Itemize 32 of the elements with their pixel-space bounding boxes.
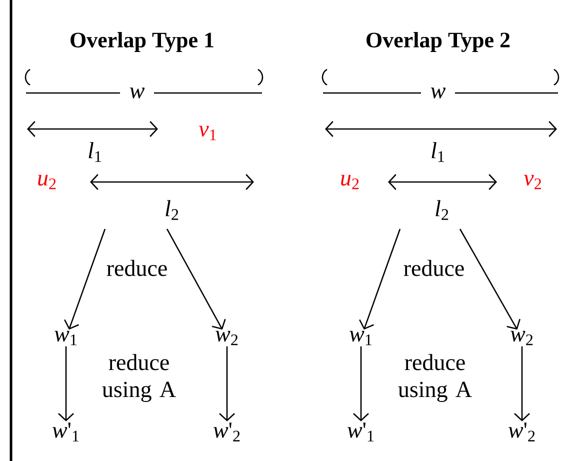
arrow: [64, 228, 106, 330]
point-label: u$_{2}$: [38, 174, 56, 190]
point-label: u$_{2}$: [341, 174, 359, 190]
step-label: reduce using A: [398, 354, 472, 402]
section-title: Overlap Type 1: [70, 32, 214, 52]
variable-label: w'$_{1}$: [52, 422, 79, 442]
dimension-label: l$_{1}$: [88, 142, 102, 162]
variable-label: w$_{1}$: [350, 330, 372, 346]
variable-label: w'$_{2}$: [214, 422, 240, 442]
arrow: [459, 228, 520, 330]
variable-label: w$_{1}$: [54, 330, 76, 346]
arrow: [353, 346, 369, 422]
step-label: reduce: [404, 260, 464, 276]
variable-label: w$_{2}$: [216, 330, 238, 346]
dimension-label: l$_{2}$: [166, 200, 178, 220]
dimension-label: l$_{2}$: [436, 200, 448, 220]
step-label: reduce: [106, 260, 167, 276]
arrow: [166, 228, 226, 330]
variable-label: w'$_{2}$: [508, 422, 535, 442]
step-label: reduce using A: [102, 354, 176, 402]
dimension-label: l$_{1}$: [432, 142, 444, 162]
arrow: [514, 346, 530, 422]
section-title: Overlap Type 2: [366, 32, 510, 52]
dimension-label: w: [430, 88, 446, 98]
point-label: v$_{2}$: [524, 174, 541, 190]
variable-label: w$_{2}$: [510, 330, 533, 346]
arrow: [58, 346, 74, 422]
arrow: [359, 228, 401, 330]
dimension-label: w: [130, 88, 145, 98]
arrow: [219, 346, 235, 422]
point-label: v$_{1}$: [198, 126, 216, 140]
variable-label: w'$_{1}$: [348, 422, 374, 442]
